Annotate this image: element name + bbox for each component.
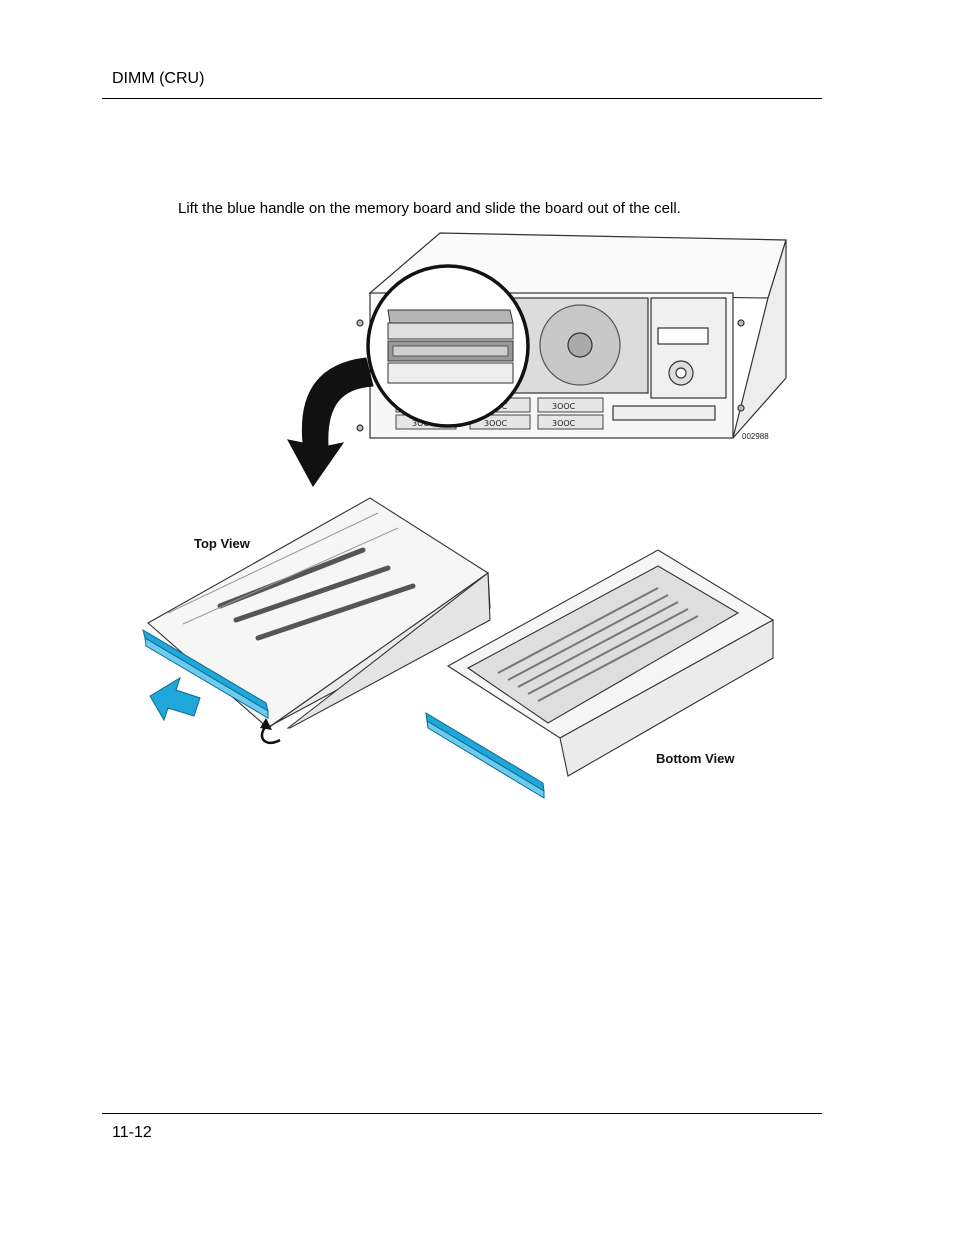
bottom-view-board — [446, 549, 775, 777]
footer-rule — [102, 1113, 822, 1114]
svg-text:3OOC: 3OOC — [552, 419, 576, 428]
slide-out-arrow-icon — [149, 676, 201, 722]
bottom-view-label: Bottom View — [656, 751, 735, 766]
header-rule — [102, 98, 822, 99]
magnified-slot — [366, 264, 530, 428]
instruction-text: Lift the blue handle on the memory board… — [178, 200, 681, 217]
svg-text:3OOC: 3OOC — [552, 402, 576, 411]
top-view-label: Top View — [194, 536, 251, 551]
curved-arrow-icon — [287, 357, 374, 487]
top-view-board — [147, 497, 491, 729]
figure-code: 002988 — [742, 432, 769, 441]
svg-text:3OOC: 3OOC — [484, 419, 508, 428]
section-title: DIMM (CRU) — [112, 70, 205, 87]
top-view-handle — [142, 628, 269, 719]
lift-arrow-icon — [260, 718, 281, 745]
page-number: 11-12 — [112, 1124, 152, 1141]
bottom-view-handle — [425, 712, 545, 799]
